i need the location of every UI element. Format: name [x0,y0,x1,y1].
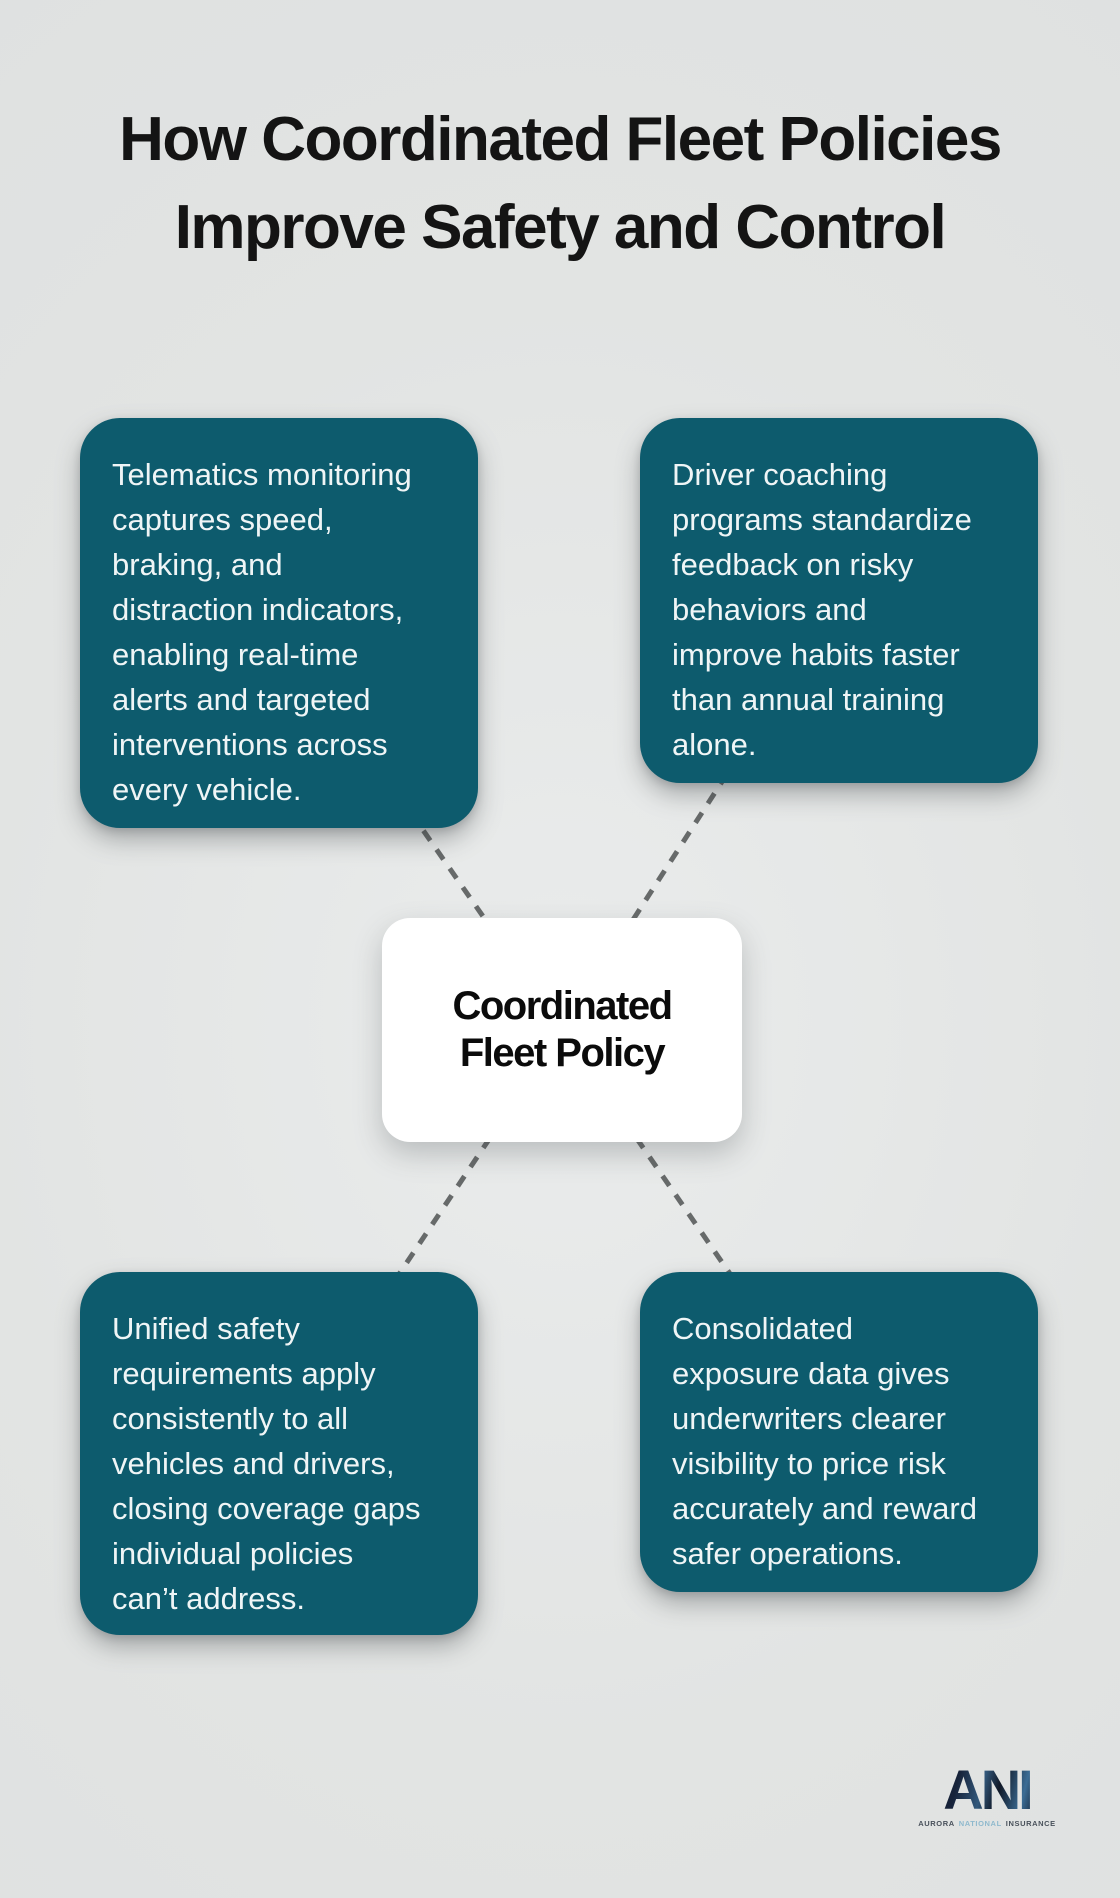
node-consolidated-exposure-text: Consolidated exposure data gives underwr… [672,1311,977,1571]
center-node-coordinated-fleet-policy: Coordinated Fleet Policy [382,918,742,1142]
node-driver-coaching-text: Driver coaching programs standardize fee… [672,457,972,762]
node-consolidated-exposure: Consolidated exposure data gives underwr… [640,1272,1038,1592]
node-unified-safety: Unified safety requirements apply consis… [80,1272,478,1635]
node-unified-safety-text: Unified safety requirements apply consis… [112,1311,421,1616]
logo-tagline-aurora: AURORA [918,1819,955,1828]
brand-logo: ANI AURORA NATIONAL INSURANCE [918,1762,1056,1829]
node-telematics-monitoring: Telematics monitoring captures speed, br… [80,418,478,828]
logo-acronym: ANI [921,1762,1053,1818]
logo-tagline-insurance: INSURANCE [1005,1819,1056,1828]
connector-top-right [559,598,842,1032]
logo-tagline-national: NATIONAL [958,1819,1002,1828]
center-node-label: Coordinated Fleet Policy [452,984,673,1075]
logo-tagline: AURORA NATIONAL INSURANCE [918,1819,1056,1829]
node-telematics-monitoring-text: Telematics monitoring captures speed, br… [112,457,412,807]
node-driver-coaching: Driver coaching programs standardize fee… [640,418,1038,783]
page-title: How Coordinated Fleet Policies Improve S… [119,105,1002,262]
